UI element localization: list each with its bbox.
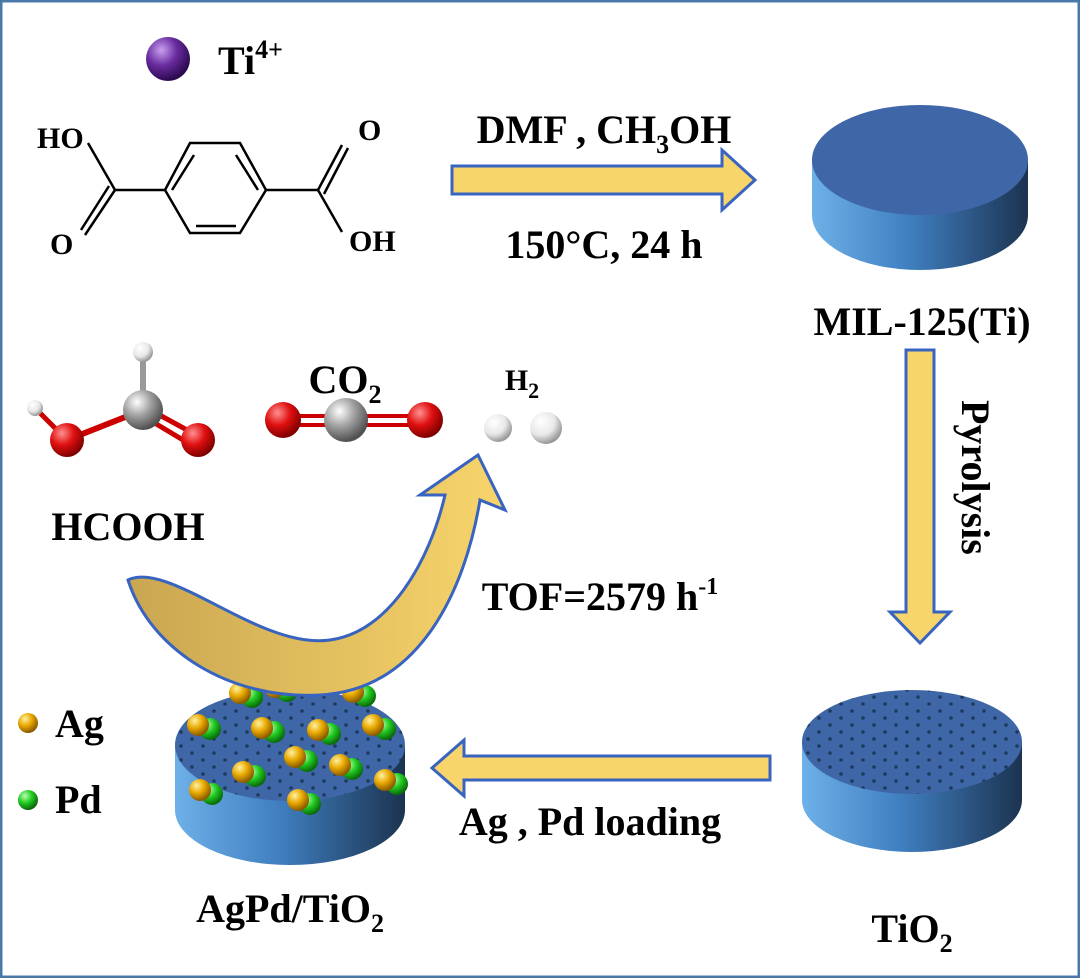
co2-label: CO2: [309, 357, 382, 409]
ag-particle: [307, 719, 329, 741]
ag-particle: [189, 779, 211, 801]
mil125-label: MIL-125(Ti): [813, 299, 1030, 344]
hcooh-label: HCOOH: [51, 504, 204, 549]
pd-sphere-icon: [18, 790, 38, 810]
o-label-left: O: [50, 228, 73, 261]
mil125-disc: [812, 105, 1028, 270]
ag-sphere-icon: [18, 713, 38, 733]
tof-label: TOF=2579 h-1: [482, 574, 719, 619]
solvent-label: DMF , CH3OH: [477, 107, 732, 159]
right-arrow-icon: [450, 146, 758, 214]
pyrolysis-label: Pyrolysis: [953, 400, 998, 555]
ti-label: Ti4+: [218, 35, 283, 83]
agpd-label: AgPd/TiO2: [196, 886, 384, 938]
ag-particle: [251, 717, 273, 739]
conditions-label: 150°C, 24 h: [505, 222, 702, 267]
co2-molecule-icon: [265, 398, 443, 442]
hcooh-molecule-icon: [27, 342, 215, 457]
pd-legend-label: Pd: [55, 777, 102, 822]
ag-legend-label: Ag: [55, 701, 104, 746]
ti-sphere-icon: [146, 37, 190, 81]
down-arrow-icon: [886, 348, 954, 646]
h2-label: H2: [505, 364, 539, 403]
tio2-label: TiO2: [871, 906, 952, 958]
oh-label: OH: [349, 225, 396, 258]
ho-label: HO: [37, 122, 84, 155]
ag-particle: [287, 789, 309, 811]
loading-label: Ag , Pd loading: [459, 799, 721, 844]
left-arrow-icon: [429, 736, 772, 800]
o-label-right: O: [358, 114, 381, 147]
tio2-disc: [802, 690, 1022, 852]
ag-particle: [362, 714, 384, 736]
agpd-tio2-disc: [175, 676, 408, 865]
ag-particle: [187, 714, 209, 736]
ag-particle: [232, 761, 254, 783]
ag-particle: [284, 746, 306, 768]
curved-arrow-icon: [126, 452, 509, 697]
ag-particle: [374, 769, 396, 791]
ti-legend: Ti4+: [146, 35, 283, 83]
h2-molecule-icon: [484, 412, 562, 444]
terephthalic-acid-structure: [79, 141, 350, 236]
ag-particle: [329, 754, 351, 776]
